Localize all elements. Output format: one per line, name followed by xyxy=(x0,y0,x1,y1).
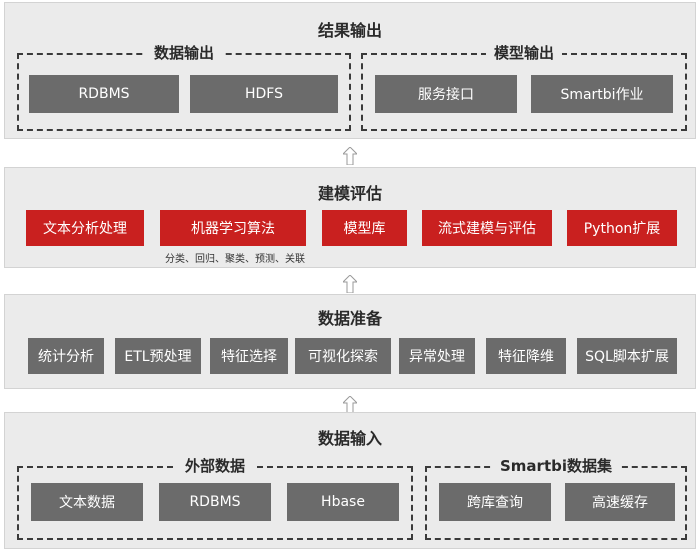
visual-exploration-box: 可视化探索 xyxy=(295,338,391,374)
hbase-box: Hbase xyxy=(287,483,399,521)
smartbi-dataset-group: Smartbi数据集 跨库查询 高速缓存 xyxy=(425,456,687,540)
statistics-box: 统计分析 xyxy=(28,338,104,374)
python-extension-box: Python扩展 xyxy=(567,210,677,246)
modeling-layer: 建模评估 文本分析处理 机器学习算法 分类、回归、聚类、预测、关联 模型库 流式… xyxy=(4,167,696,268)
result-output-layer: 结果输出 数据输出 RDBMS HDFS 模型输出 服务接口 Smartbi作业 xyxy=(4,2,696,139)
up-arrow-icon xyxy=(343,275,357,293)
etl-box: ETL预处理 xyxy=(115,338,201,374)
data-input-title: 数据输入 xyxy=(317,429,382,448)
service-interface-box: 服务接口 xyxy=(375,75,517,113)
result-output-title: 结果输出 xyxy=(317,21,382,40)
sql-script-box: SQL脚本扩展 xyxy=(577,338,677,374)
output-hdfs-box: HDFS xyxy=(190,75,338,113)
output-rdbms-box: RDBMS xyxy=(29,75,179,113)
smartbi-job-box: Smartbi作业 xyxy=(531,75,673,113)
modeling-title: 建模评估 xyxy=(317,184,382,203)
data-prep-layer: 数据准备 统计分析 ETL预处理 特征选择 可视化探索 异常处理 特征降维 SQ… xyxy=(4,294,696,389)
stream-modeling-box: 流式建模与评估 xyxy=(422,210,552,246)
smartbi-dataset-title: Smartbi数据集 xyxy=(491,456,621,476)
up-arrow-icon xyxy=(343,396,357,414)
text-data-box: 文本数据 xyxy=(31,483,143,521)
data-output-group: 数据输出 RDBMS HDFS xyxy=(17,43,351,131)
model-output-group: 模型输出 服务接口 Smartbi作业 xyxy=(361,43,687,131)
external-data-title: 外部数据 xyxy=(176,456,254,476)
high-speed-cache-box: 高速缓存 xyxy=(565,483,675,521)
model-output-title: 模型输出 xyxy=(485,43,563,63)
up-arrow-icon xyxy=(343,147,357,165)
ml-note: 分类、回归、聚类、预测、关联 xyxy=(165,254,305,265)
machine-learning-box: 机器学习算法 xyxy=(160,210,306,246)
anomaly-handling-box: 异常处理 xyxy=(399,338,475,374)
data-output-title: 数据输出 xyxy=(145,43,223,63)
data-prep-title: 数据准备 xyxy=(317,309,382,328)
feature-selection-box: 特征选择 xyxy=(210,338,288,374)
input-rdbms-box: RDBMS xyxy=(159,483,271,521)
dimension-reduction-box: 特征降维 xyxy=(486,338,566,374)
external-data-group: 外部数据 文本数据 RDBMS Hbase xyxy=(17,456,413,540)
text-analysis-box: 文本分析处理 xyxy=(26,210,144,246)
model-library-box: 模型库 xyxy=(322,210,407,246)
data-input-layer: 数据输入 外部数据 文本数据 RDBMS Hbase Smartbi数据集 跨库… xyxy=(4,412,696,549)
cross-db-query-box: 跨库查询 xyxy=(439,483,551,521)
